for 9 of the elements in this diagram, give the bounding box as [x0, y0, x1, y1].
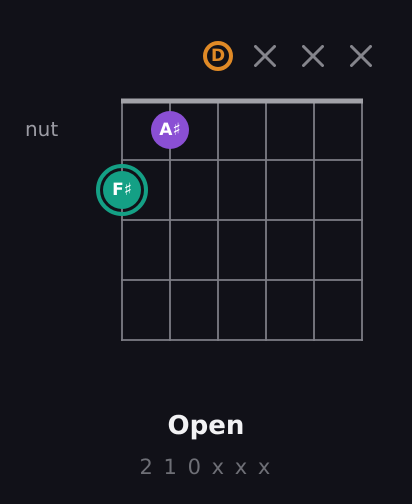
- muted-string-icon: [350, 45, 372, 67]
- muted-string-icon: [254, 45, 276, 67]
- muted-string-icon: [302, 45, 324, 67]
- open-string-marker: D: [203, 41, 233, 71]
- root-note-dot: F♯: [96, 164, 148, 216]
- chord-title: Open: [168, 412, 244, 442]
- fingering-text: 2 1 0 x x x: [140, 455, 272, 480]
- nut-label: nut: [25, 118, 58, 141]
- finger-dot: A♯: [151, 111, 189, 149]
